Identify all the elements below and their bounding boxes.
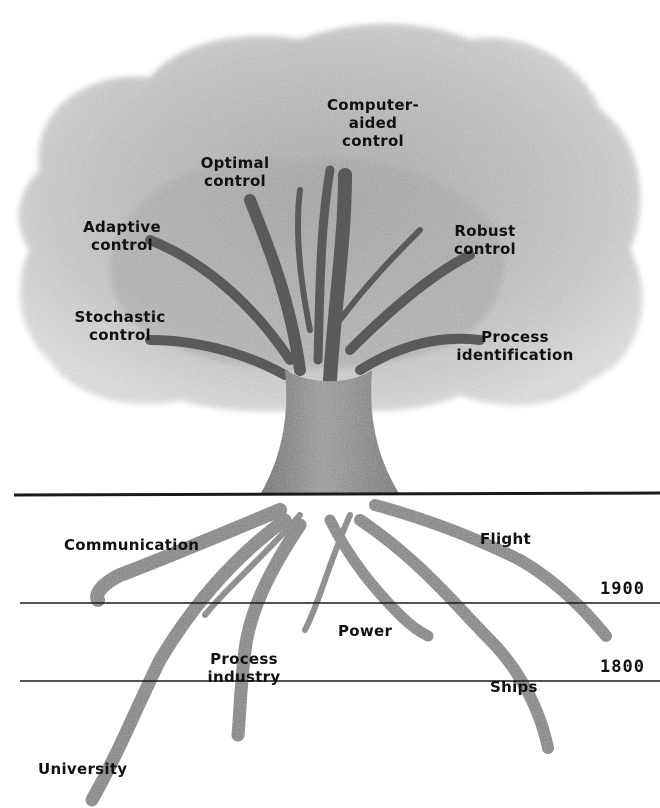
label-line: control	[72, 236, 172, 254]
label-line: Optimal	[190, 154, 280, 172]
label-communication: Communication	[64, 536, 199, 554]
label-line: Computer-	[318, 96, 428, 114]
label-adaptive-control: Adaptive control	[72, 218, 172, 254]
label-process-identification: Process identification	[440, 328, 590, 364]
root-flight	[375, 505, 606, 636]
year-1800-label: 1800	[600, 657, 645, 677]
label-power: Power	[338, 622, 392, 640]
label-line: control	[440, 240, 530, 258]
year-1900-label: 1900	[600, 579, 645, 599]
label-line: Process	[196, 650, 292, 668]
label-robust-control: Robust control	[440, 222, 530, 258]
label-stochastic-control: Stochastic control	[60, 308, 180, 344]
root-communication	[97, 510, 280, 600]
label-line: aided	[318, 114, 428, 132]
label-line: identification	[440, 346, 590, 364]
ground-line	[14, 493, 660, 495]
label-line: Process	[440, 328, 590, 346]
label-line: Stochastic	[60, 308, 180, 326]
label-line: control	[190, 172, 280, 190]
root-minor-2	[305, 515, 350, 630]
label-university: University	[38, 760, 127, 778]
label-line: control	[318, 132, 428, 150]
label-line: control	[60, 326, 180, 344]
label-line: industry	[196, 668, 292, 686]
label-line: Adaptive	[72, 218, 172, 236]
label-line: Robust	[440, 222, 530, 240]
label-optimal-control: Optimal control	[190, 154, 280, 190]
label-ships: Ships	[490, 678, 538, 696]
label-flight: Flight	[480, 530, 531, 548]
label-computer-aided-control: Computer- aided control	[318, 96, 428, 150]
label-process-industry: Process industry	[196, 650, 292, 686]
